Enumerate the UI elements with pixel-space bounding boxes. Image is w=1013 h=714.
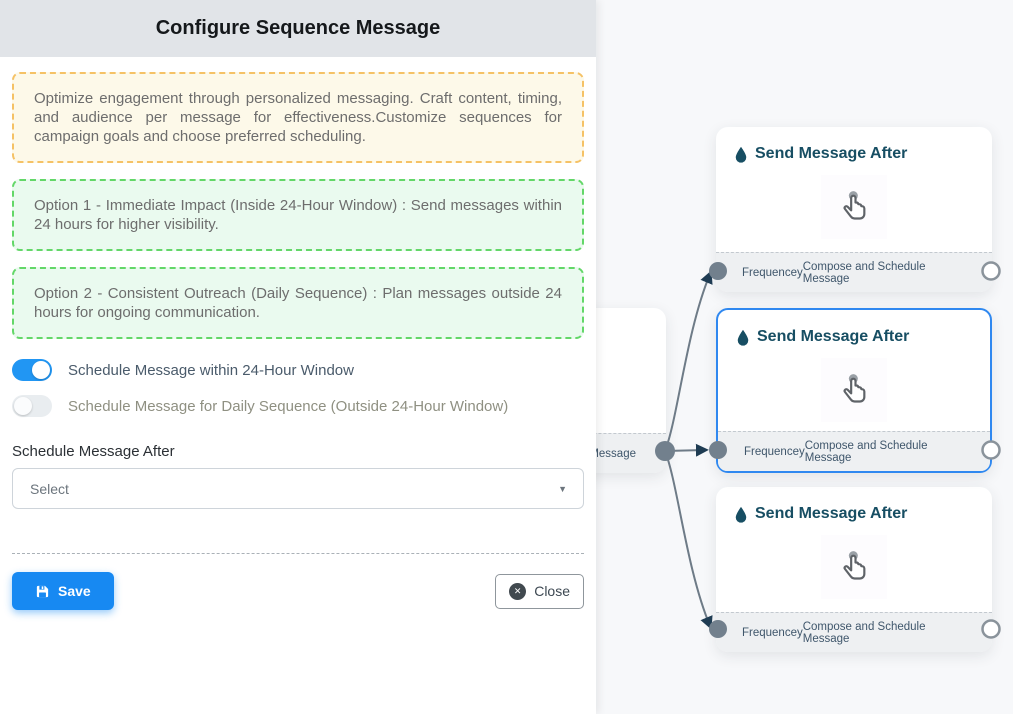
toggle-within-24h[interactable] — [12, 359, 52, 381]
edge-to-node-3 — [664, 450, 713, 630]
node-footer: Frequencey Compose and Schedule Message — [718, 431, 990, 471]
tap-hand-icon[interactable] — [821, 358, 887, 422]
toggle-daily-sequence-label: Schedule Message for Daily Sequence (Out… — [68, 397, 509, 415]
tap-hand-icon[interactable] — [821, 175, 887, 239]
floppy-disk-icon — [36, 585, 49, 597]
send-message-node-3[interactable]: Send Message After Frequencey Compose an… — [716, 487, 992, 652]
node-footer-frequency[interactable]: Frequencey — [744, 445, 805, 458]
node-footer: Frequencey Compose and Schedule Message — [716, 612, 992, 652]
schedule-after-label: Schedule Message After — [12, 443, 175, 460]
tap-hand-icon[interactable] — [821, 535, 887, 599]
toggle-daily-sequence[interactable] — [12, 395, 52, 417]
edge-to-node-1 — [664, 270, 713, 452]
node-footer: Frequencey Compose and Schedule Message — [716, 252, 992, 292]
page-title: Configure Sequence Message — [155, 17, 441, 39]
send-message-node-2[interactable]: Send Message After Frequencey Compose an… — [716, 308, 992, 473]
select-value: Select — [30, 480, 69, 497]
panel-header: Configure Sequence Message — [0, 0, 596, 57]
close-button[interactable]: ✕ Close — [495, 573, 584, 609]
water-drop-icon — [737, 329, 749, 346]
water-drop-icon — [735, 506, 747, 523]
caret-down-icon: ▼ — [558, 483, 567, 494]
option1-note: Option 1 - Immediate Impact (Inside 24-H… — [12, 179, 584, 251]
option2-note: Option 2 - Consistent Outreach (Daily Se… — [12, 267, 584, 339]
save-button[interactable]: Save — [12, 572, 114, 610]
toggle-knob — [14, 397, 32, 415]
node-footer-frequency[interactable]: Frequencey — [742, 266, 803, 279]
node-footer-compose[interactable]: Compose and Schedule Message — [804, 439, 928, 464]
edge-to-node-2 — [664, 443, 709, 457]
water-drop-icon — [735, 146, 747, 163]
toggle-within-24h-label: Schedule Message within 24-Hour Window — [68, 361, 354, 379]
node-footer-compose[interactable]: Compose and Schedule Message — [802, 260, 926, 285]
configure-sequence-panel: Configure Sequence Message Optimize enga… — [0, 0, 596, 610]
info-note: Optimize engagement through personalized… — [12, 72, 584, 163]
circle-x-icon: ✕ — [509, 582, 527, 600]
schedule-after-select[interactable]: Select ▼ — [12, 468, 584, 509]
toggle-knob — [32, 361, 50, 379]
footer-divider — [12, 553, 584, 554]
node-title: Send Message After — [718, 310, 990, 346]
node-footer-frequency[interactable]: Frequencey — [742, 626, 803, 639]
node-title: Send Message After — [716, 487, 992, 523]
node-footer-compose[interactable]: Compose and Schedule Message — [802, 620, 926, 645]
node-title: Send Message After — [716, 127, 992, 163]
send-message-node-1[interactable]: Send Message After Frequencey Compose an… — [716, 127, 992, 292]
